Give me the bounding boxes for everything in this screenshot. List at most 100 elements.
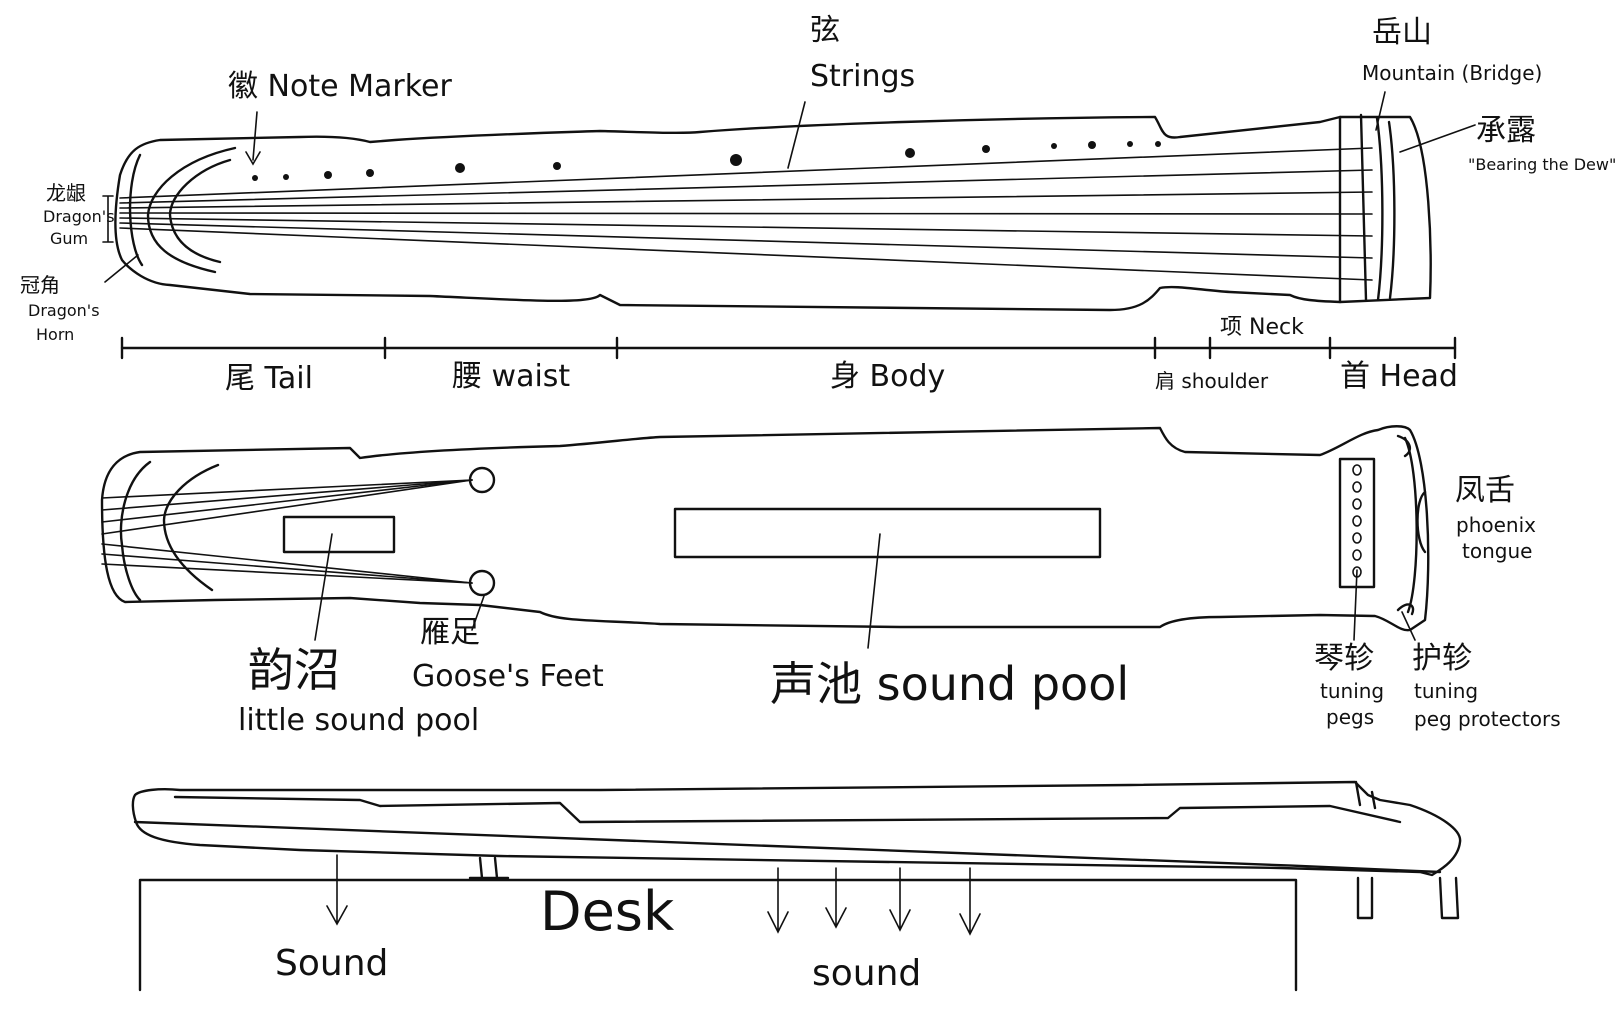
strings-label-cn: 弦	[810, 13, 840, 48]
bottom-string	[101, 553, 473, 584]
tuning-peg	[1352, 532, 1362, 544]
hui-label: 徽 Note Marker	[228, 69, 452, 104]
hui-dot	[905, 148, 915, 158]
hui-leader-arrow	[245, 111, 261, 166]
bearing-dew-ridge	[1387, 120, 1396, 300]
phoenix-cn: 凤舌	[1455, 473, 1515, 508]
goose-foot-bottom	[468, 569, 496, 597]
section-tail: 尾 Tail	[225, 361, 313, 396]
hui-dot	[455, 163, 465, 173]
bottom-view-outline	[100, 425, 1430, 632]
protectors-leader	[1401, 611, 1416, 641]
hui-dot	[1088, 141, 1096, 149]
mountain-bridge	[1359, 113, 1368, 302]
strings	[119, 147, 1373, 281]
mountain-label-cn: 岳山	[1372, 15, 1432, 50]
bottom-string	[101, 479, 473, 523]
string-6	[119, 222, 1373, 259]
protectors-en-2: peg protectors	[1414, 707, 1561, 731]
bottom-string	[101, 543, 473, 584]
dragon-gum-cn: 龙龈	[46, 181, 86, 205]
sound-pool-label: 声池 sound pool	[770, 657, 1129, 711]
bearing-dew-leader	[1399, 124, 1476, 153]
string-2	[119, 169, 1373, 204]
bottom-string	[101, 479, 473, 511]
bearing-dew-en: "Bearing the Dew"	[1468, 155, 1616, 174]
desk	[138, 878, 1298, 992]
tuning-peg	[1352, 464, 1362, 476]
string-7	[119, 227, 1373, 281]
pegs-en-1: tuning	[1320, 679, 1384, 703]
side-inner-line	[133, 820, 1442, 874]
bottom-string	[101, 479, 473, 499]
hui-markers	[252, 141, 1161, 181]
tuning-peg	[1352, 481, 1362, 493]
mountain-bridge-edge	[1375, 116, 1384, 302]
mountain-label-en: Mountain (Bridge)	[1362, 61, 1542, 85]
protectors-cn: 护轸	[1412, 641, 1472, 676]
strings-leader	[787, 101, 806, 169]
hui-dot	[324, 171, 332, 179]
head-leg-left	[1356, 876, 1374, 920]
head-curve	[1403, 436, 1418, 614]
bottom-string	[101, 479, 473, 535]
little-pool-leader	[314, 533, 333, 641]
little-pool-en: little sound pool	[238, 703, 479, 738]
side-top-surface	[173, 795, 1402, 824]
neck-label: 项 Neck	[1220, 315, 1304, 340]
sound-label-left: Sound	[275, 943, 388, 984]
section-waist: 腰 waist	[452, 359, 570, 394]
goose-foot-side	[468, 856, 510, 880]
phoenix-en-2: tongue	[1462, 539, 1532, 563]
hui-dot	[553, 162, 561, 170]
little-pool-cn: 韵沼	[248, 643, 340, 697]
dragon-gum	[128, 153, 144, 267]
hui-dot	[730, 154, 742, 166]
sound-arrow	[889, 867, 911, 932]
hui-dot	[1127, 141, 1133, 147]
bottom-strings	[101, 479, 473, 584]
side-head-mount	[1354, 780, 1377, 810]
hui-dot	[982, 145, 990, 153]
goose-feet-cn: 雁足	[420, 615, 480, 650]
string-1	[119, 147, 1373, 199]
peg-protector-bottom	[1396, 603, 1415, 616]
little-sound-pool	[282, 515, 396, 554]
head-leg-right	[1438, 876, 1460, 920]
string-5	[119, 217, 1373, 237]
section-shoulder: 肩 shoulder	[1155, 369, 1269, 393]
section-body: 身 Body	[830, 359, 945, 394]
bearing-dew-cn: 承露	[1476, 113, 1536, 148]
sound-arrow	[326, 854, 348, 926]
bottom-tail-curve	[119, 460, 152, 602]
side-view: Desk Sound sound	[131, 780, 1462, 994]
section-scale	[120, 336, 1457, 360]
peg-protector-top	[1396, 434, 1412, 458]
phoenix-en-1: phoenix	[1456, 513, 1536, 537]
tuning-peg	[1352, 515, 1362, 527]
tuning-pegs	[1352, 464, 1362, 578]
goose-foot-top	[468, 466, 496, 494]
tuning-peg	[1352, 498, 1362, 510]
tail-inner-curve	[146, 146, 237, 274]
bottom-string	[101, 563, 473, 584]
pegs-cn: 琴轸	[1314, 641, 1374, 676]
bottom-tail-inner	[162, 463, 220, 592]
dragon-horn-cn: 冠角	[20, 273, 60, 297]
dragon-horn-en-1: Dragon's	[28, 301, 100, 320]
dragon-gum-en-2: Gum	[50, 229, 88, 248]
sound-arrow	[767, 867, 789, 934]
string-4	[119, 212, 1373, 215]
dragon-horn-en-2: Horn	[36, 325, 74, 344]
sound-arrow	[825, 867, 847, 929]
dragon-horn-leader	[104, 254, 139, 283]
goose-feet-leader	[471, 595, 485, 631]
sound-arrows	[326, 854, 981, 936]
sound-pool	[673, 507, 1102, 559]
strings-label-en: Strings	[810, 59, 915, 94]
top-view-outline	[114, 115, 1432, 312]
pegs-en-2: pegs	[1326, 705, 1374, 729]
sound-pool-leader	[867, 533, 881, 649]
section-head: 首 Head	[1340, 359, 1458, 394]
